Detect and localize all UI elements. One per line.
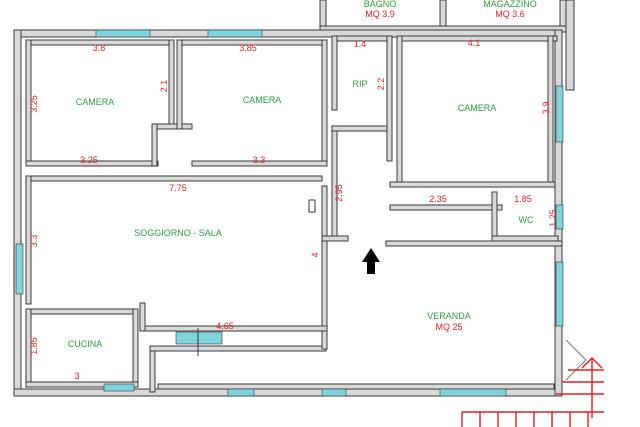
dim-camera-left-right: 2.1 — [159, 80, 169, 93]
room-label-soggiorno: SOGGIORNO - SALA — [134, 228, 222, 238]
room-label-camera-left: CAMERA — [76, 97, 115, 107]
room-label-camera-middle: CAMERA — [243, 95, 282, 105]
dim-corridor: 2.95 — [334, 184, 344, 202]
dim-soggiorno-bottom: 4.65 — [216, 321, 234, 331]
room-area-bagno: MQ 3.9 — [365, 9, 395, 19]
room-label-camera-right: CAMERA — [458, 103, 497, 113]
room-area-magazzino: MQ 3.6 — [495, 9, 525, 19]
dim-wc-top: 1.85 — [514, 194, 532, 204]
dimension-labels: 3.8 3.25 2.1 3.25 3.85 3.3 1.4 2.2 4.1 3… — [29, 38, 558, 381]
room-labels: BAGNO MQ 3.9 MAGAZZINO MQ 3.6 CAMERA CAM… — [68, 0, 537, 349]
dim-hall: 2.35 — [429, 194, 447, 204]
dim-cucina-left: 1.85 — [29, 337, 39, 355]
room-label-veranda: VERANDA — [427, 311, 471, 321]
interior-walls — [25, 35, 563, 393]
dim-camera-right-top: 4.1 — [468, 38, 481, 48]
room-label-bagno: BAGNO — [364, 0, 397, 9]
dim-soggiorno-right: 4 — [310, 252, 320, 257]
dim-rip-right: 2.2 — [376, 78, 386, 91]
dim-camera-left-top: 3.8 — [93, 43, 106, 53]
dim-soggiorno-left: 3.3 — [29, 235, 39, 248]
windows — [15, 29, 564, 397]
dim-cucina-bottom: 3 — [74, 371, 79, 381]
stair-arrow-icon — [461, 339, 604, 427]
room-label-wc: WC — [519, 215, 534, 225]
room-label-magazzino: MAGAZZINO — [483, 0, 537, 9]
dim-camera-left-bottom: 3.25 — [80, 155, 98, 165]
dim-camera-right-right: 3.9 — [541, 102, 551, 115]
dim-rip-top: 1.4 — [354, 39, 367, 49]
dim-camera-middle-top: 3.85 — [239, 43, 257, 53]
dim-camera-middle-bottom: 3.3 — [253, 155, 266, 165]
dim-camera-left-left: 3.25 — [29, 95, 39, 113]
room-area-veranda: MQ 25 — [435, 322, 462, 332]
room-label-cucina: CUCINA — [68, 339, 103, 349]
doors — [197, 199, 316, 356]
dim-soggiorno-top: 7.75 — [169, 183, 187, 193]
room-label-rip: RIP — [352, 79, 367, 89]
dim-wc-right: 1.25 — [548, 209, 558, 227]
arrow-up-icon — [362, 248, 380, 274]
